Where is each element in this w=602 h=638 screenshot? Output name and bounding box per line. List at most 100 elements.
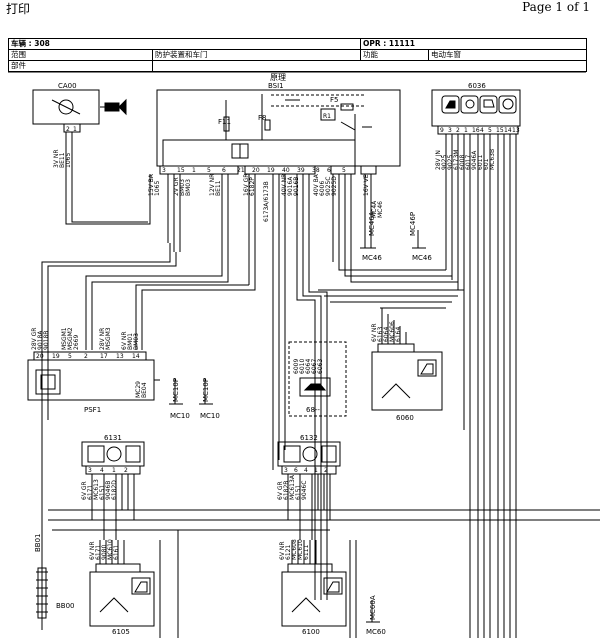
- wire-label: 6V GR: [81, 481, 88, 500]
- wire-label: 6009: [293, 359, 300, 374]
- page-number: Page 1 of 1: [522, 0, 590, 14]
- pin-number: 6: [294, 467, 298, 474]
- pin-number: 40: [282, 167, 290, 174]
- wire-label: 6151: [295, 485, 302, 500]
- wire-label: 6067: [311, 359, 318, 374]
- u6060-label: 6060: [396, 414, 414, 422]
- wire-label: 9018B: [43, 331, 50, 350]
- wire-label: 6182B: [283, 481, 290, 500]
- pin-number: 13: [512, 127, 520, 134]
- pin-number: 9: [440, 127, 444, 134]
- wire-label: BE11: [215, 180, 222, 196]
- wire-label: 28V NR: [99, 328, 106, 350]
- wire-label: 6064: [383, 327, 390, 342]
- gcode-mc46p: MC46P: [409, 212, 417, 236]
- print-label: 打印: [6, 2, 31, 16]
- key-icon: [100, 98, 127, 116]
- wire-label: MC63B: [489, 149, 496, 170]
- bsi-box: [156, 89, 401, 167]
- u6131-label: 6131: [104, 434, 122, 442]
- wire-label: 16V GR: [243, 174, 250, 196]
- u6036-box: [431, 89, 521, 127]
- pin-number: 17: [100, 353, 108, 360]
- pin-number: 3: [284, 467, 288, 474]
- wire-label: 6008: [459, 155, 466, 170]
- bb00-label: BB00: [56, 602, 75, 610]
- wire-label: MC608: [291, 539, 298, 560]
- wire-label: 6164: [395, 327, 402, 342]
- wire-label: 6017: [465, 155, 472, 170]
- wire-label: 6171: [95, 545, 102, 560]
- wire-label: 15V BA: [148, 173, 155, 196]
- wire-label: 40V NR: [281, 174, 288, 196]
- wire-label: MC613A: [289, 474, 296, 500]
- diagram-title: 原理: [270, 73, 286, 82]
- fuse-f11-label: F11: [218, 118, 231, 126]
- wire-label: MSGM2: [67, 327, 74, 350]
- wire-label: 16V VE: [363, 174, 370, 196]
- pin-number: 21: [237, 167, 245, 174]
- pin-number: 4: [100, 467, 104, 474]
- wire-label: 9016A: [287, 176, 294, 196]
- psf1-label: PSF1: [84, 406, 101, 414]
- ground-mc10-b: MC10: [200, 412, 220, 420]
- wire-label: BE04: [141, 382, 148, 398]
- wire-label: 28V JN: [435, 150, 442, 170]
- u6105-label: 6105: [112, 628, 130, 636]
- wire-label: 6006: [319, 181, 326, 196]
- wire-label: 2669: [73, 335, 80, 350]
- wire-label: 6182P: [249, 177, 256, 196]
- wire-label: 6121: [285, 545, 292, 560]
- wire-label: 1065: [154, 181, 161, 196]
- parts-value: [151, 60, 588, 72]
- c400-label: CA00: [58, 82, 77, 90]
- pin-number: 1: [192, 167, 196, 174]
- wire-label: 3V NR: [53, 150, 60, 169]
- u68-label: 68--: [306, 406, 320, 414]
- wire-label: 9025C: [325, 177, 332, 196]
- wire-label: 6163: [377, 327, 384, 342]
- wire-label: 6063: [317, 359, 324, 374]
- gcode-mc46a: MC46A: [368, 211, 376, 236]
- u6100-label: 6100: [302, 628, 320, 636]
- u6105-box: [89, 571, 155, 627]
- wire-label: 6111: [303, 545, 310, 560]
- wire-label: 6173A/6173B: [263, 181, 270, 222]
- pin-number: 1: [464, 127, 468, 134]
- pin-number: 14: [504, 127, 512, 134]
- gcode-mc10p-b: MC10P: [202, 378, 210, 402]
- wire-label: MSGM3: [105, 327, 112, 350]
- ground-mc46-b: MC46: [412, 254, 432, 262]
- pin-number: 2: [324, 467, 328, 474]
- wire-label: 9046A: [471, 150, 478, 170]
- pin-number: 20: [36, 353, 44, 360]
- wire-label: 9025: [447, 155, 454, 170]
- relay-r1-label: R1: [323, 113, 331, 120]
- wire-label: MC606: [389, 321, 396, 342]
- pin-number: 5: [342, 167, 346, 174]
- wire-label: 28V GR: [31, 328, 38, 350]
- wire-label: 9025: [441, 155, 448, 170]
- wire-label: BM03: [185, 179, 192, 196]
- pin-number: 2: [84, 353, 88, 360]
- wire-label: 9046C: [301, 481, 308, 500]
- wire-label: BM03: [179, 179, 186, 196]
- pin-number: 1: [314, 467, 318, 474]
- wire-label: 6011: [477, 155, 484, 170]
- wire-label: 601: [483, 158, 490, 170]
- pin-number: 16: [472, 127, 480, 134]
- wire-label: 9025D: [331, 176, 338, 196]
- wire-label: 6V NR: [121, 332, 128, 351]
- info-table: 车辆 : 308 OPR : 11111 范围 防护装置和车门 功能 电动车窗 …: [7, 38, 588, 72]
- u6036-label: 6036: [468, 82, 486, 90]
- gcode-mc10p-a: MC10P: [172, 378, 180, 402]
- pin-number: 1: [73, 126, 77, 133]
- wire-label: 9080: [101, 545, 108, 560]
- wire-label: BE11: [59, 152, 66, 168]
- pin-number: 13: [116, 353, 124, 360]
- wire-label: 12V NR: [209, 174, 216, 196]
- pin-number: 14: [132, 353, 140, 360]
